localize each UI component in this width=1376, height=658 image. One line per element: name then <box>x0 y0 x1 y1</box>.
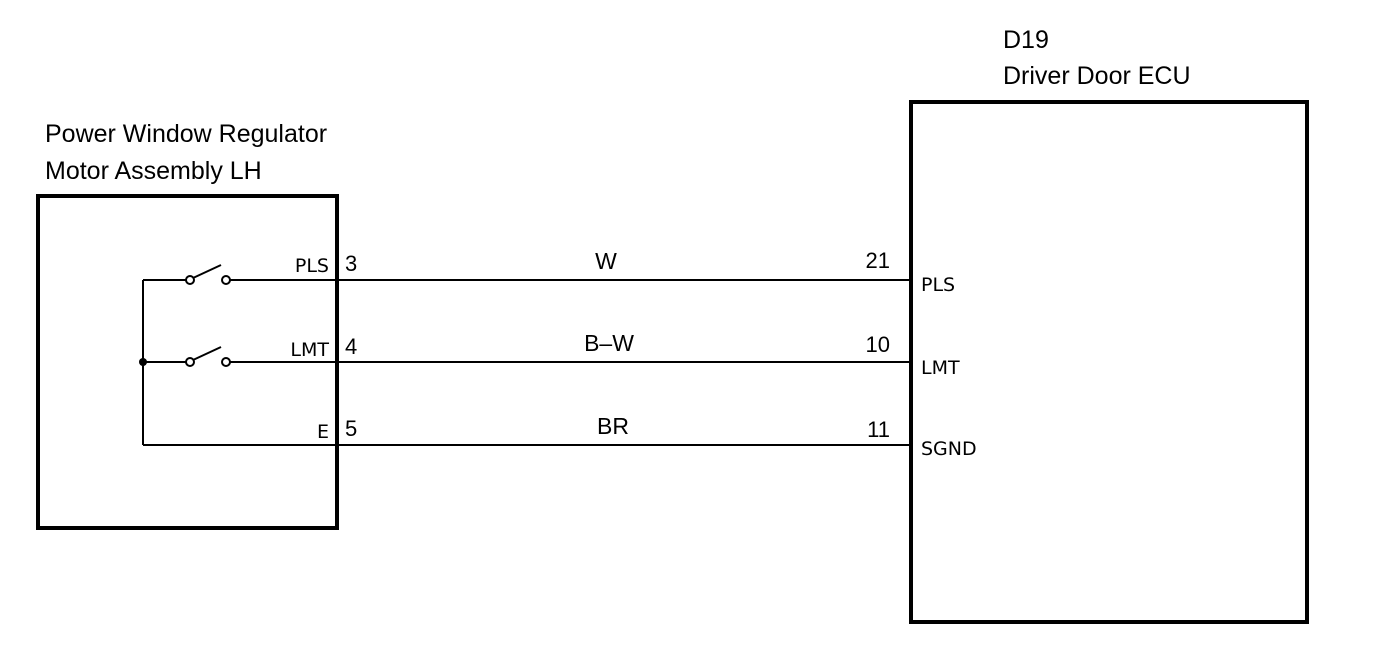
ecu-pin-21: 21 <box>866 248 890 273</box>
motor-signal-lmt: LMT <box>290 339 329 361</box>
motor-name-line1: Power Window Regulator <box>45 120 327 148</box>
wire-color-e: BR <box>597 413 629 439</box>
wire-color-lmt: B–W <box>584 330 634 356</box>
motor-name-line2: Motor Assembly LH <box>45 157 262 185</box>
motor-pin-4: 4 <box>345 334 357 359</box>
ecu-pin-10: 10 <box>866 332 890 357</box>
limit-switch-lmt <box>185 346 231 367</box>
ecu-pin-11: 11 <box>867 417 890 442</box>
wire-color-pls: W <box>595 248 617 274</box>
ecu-signal-lmt: LMT <box>921 357 960 379</box>
ecu-signal-pls: PLS <box>921 274 955 296</box>
ecu-box <box>909 100 1309 624</box>
junction-dot <box>139 358 147 366</box>
motor-signal-e: E <box>317 421 329 443</box>
ecu-name: Driver Door ECU <box>1003 62 1191 90</box>
ecu-code: D19 <box>1003 26 1049 54</box>
motor-signal-pls: PLS <box>295 255 329 277</box>
motor-pin-3: 3 <box>345 251 357 276</box>
ecu-signal-sgnd: SGND <box>921 438 977 460</box>
motor-internal-circuit <box>142 279 337 446</box>
motor-pin-5: 5 <box>345 416 357 441</box>
limit-switch-pls <box>185 264 231 285</box>
